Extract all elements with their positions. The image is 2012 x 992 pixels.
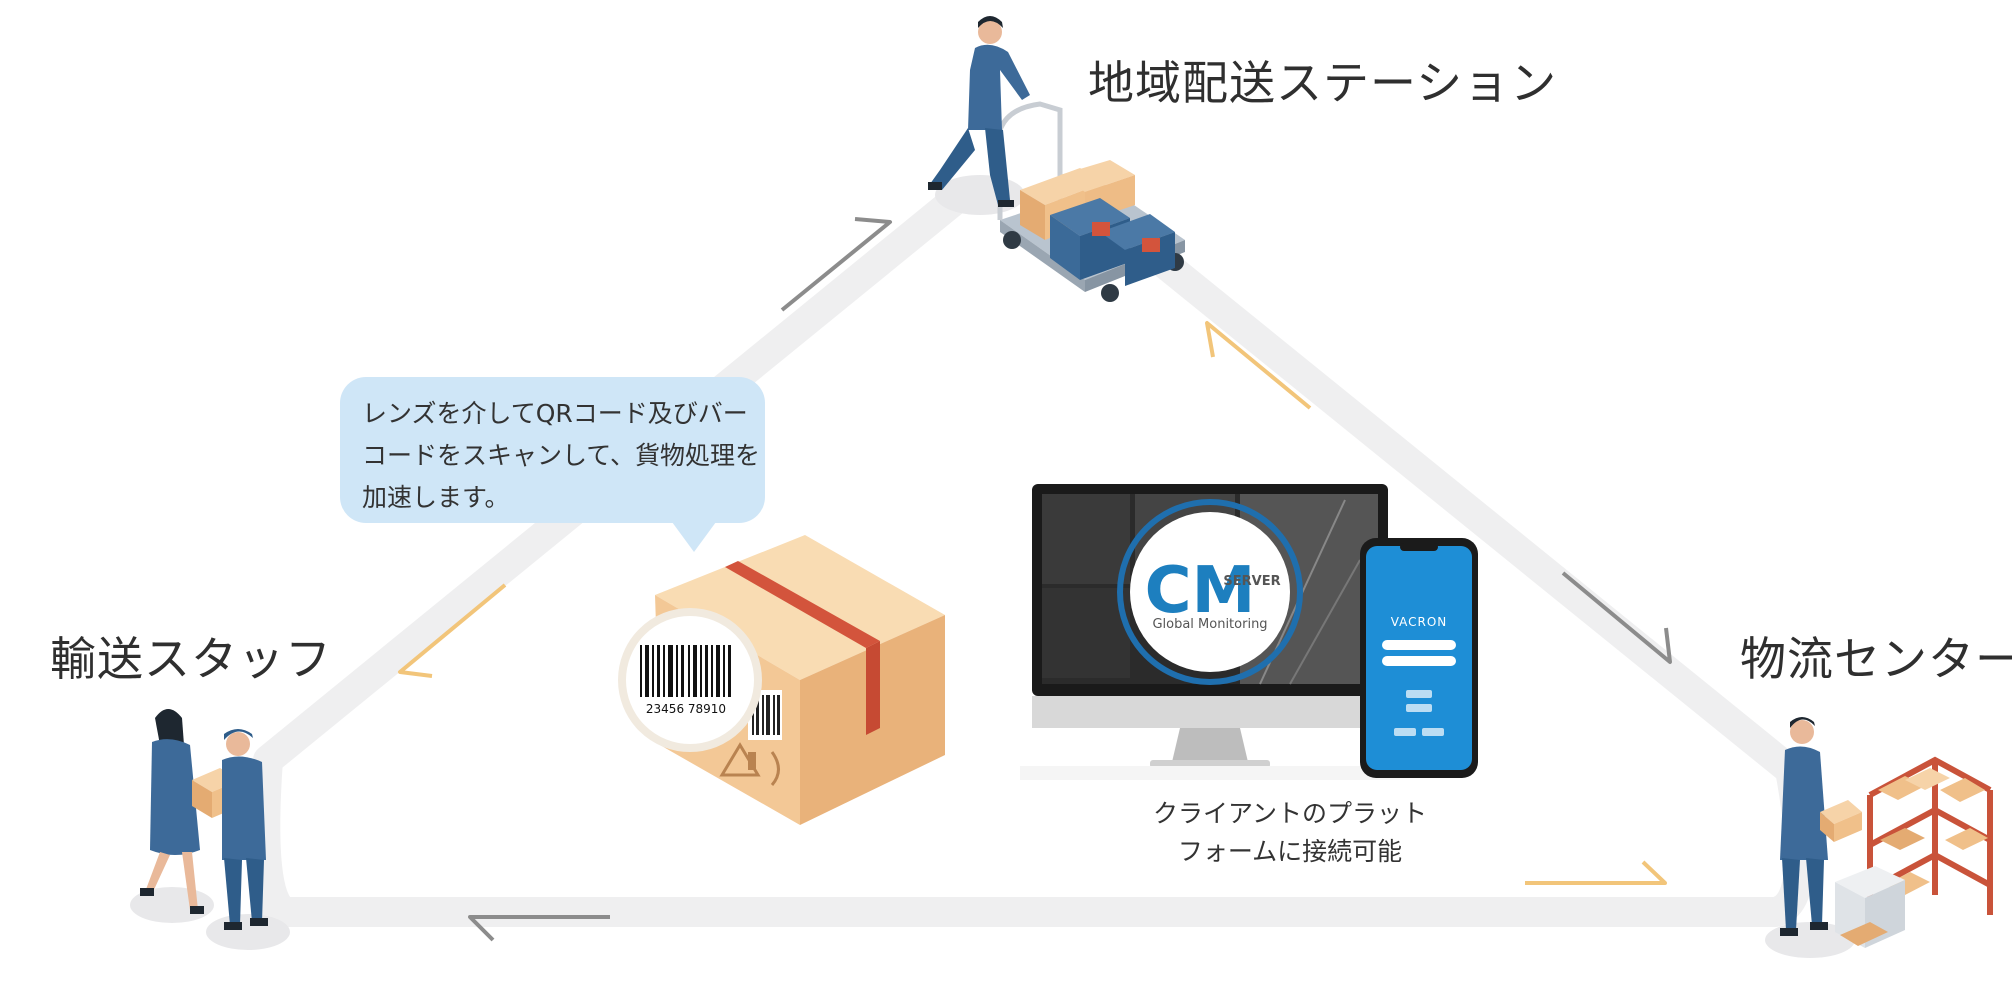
staff-label: 輸送スタッフ — [50, 632, 332, 686]
bubble-line-2: コードをスキャンして、貨物処理を — [362, 441, 761, 470]
barcode-magnifier: 23456 78910 — [618, 608, 762, 752]
client-platform-caption: クライアントのプラット フォームに接続可能 — [1080, 795, 1500, 871]
warehouse-worker-figure — [1765, 717, 1993, 958]
arrow-station-to-center — [1561, 571, 1672, 664]
cm-server-logo: CM SERVER Global Monitoring — [1117, 499, 1303, 685]
arrow-station-to-staff — [398, 583, 507, 678]
bubble-line-1: レンズを介してQRコード及びバー — [362, 399, 748, 428]
logo-letters: CM — [1145, 554, 1256, 628]
barcode-number: 23456 78910 — [646, 702, 726, 716]
bubble-tail — [672, 522, 716, 552]
caption-line-1: クライアントのプラット — [1152, 799, 1427, 828]
box-barcode-label — [748, 690, 782, 740]
arrow-staff-to-station — [780, 217, 892, 312]
worker-with-trolley — [928, 16, 1185, 302]
arrow-center-to-station — [1205, 321, 1312, 410]
bubble-line-3: 加速します。 — [362, 483, 510, 512]
scan-info-bubble: レンズを介してQRコード及びバー コードをスキャンして、貨物処理を 加速します。 — [340, 377, 765, 523]
arrow-center-to-staff — [468, 915, 610, 942]
phone-brand: VACRON — [1391, 615, 1448, 629]
caption-line-2: フォームに接続可能 — [1177, 837, 1403, 866]
logo-subtitle: Global Monitoring — [1152, 617, 1267, 632]
smartphone: VACRON — [1360, 538, 1478, 778]
station-label: 地域配送ステーション — [1088, 56, 1558, 110]
staff-handover-figures — [130, 709, 290, 950]
center-label: 物流センター — [1740, 632, 2012, 686]
logo-server: SERVER — [1223, 574, 1280, 589]
arrow-staff-to-center — [1525, 860, 1667, 885]
